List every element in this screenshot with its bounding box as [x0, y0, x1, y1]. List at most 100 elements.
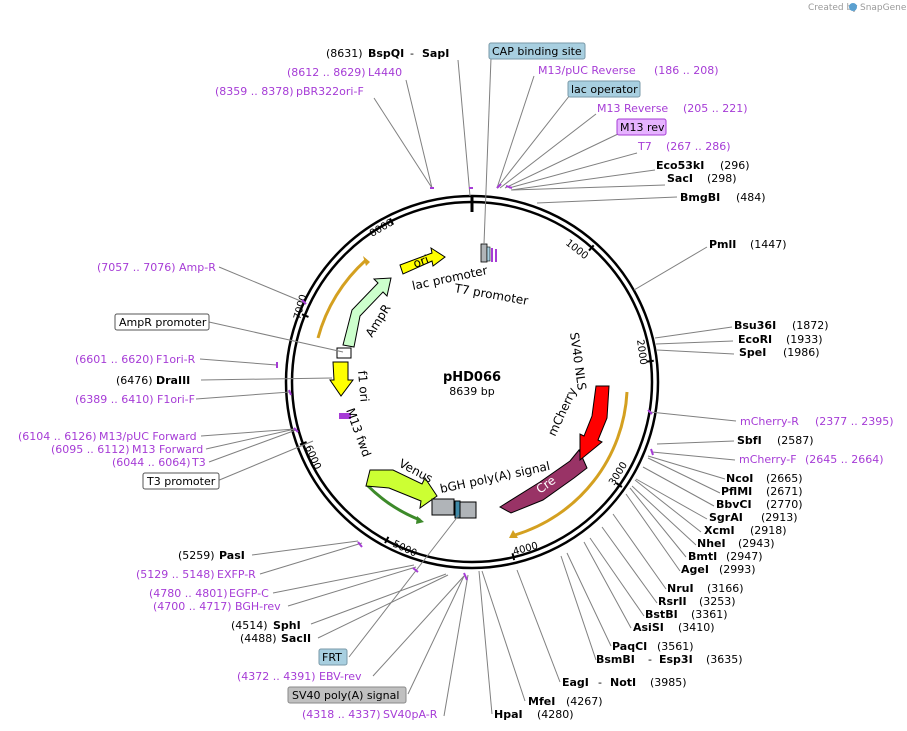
pmli-position: (1447) [750, 238, 787, 251]
mcherry-r-label[interactable]: mCherry-R [740, 415, 799, 428]
snapgene-logo-icon [849, 3, 857, 11]
tick-mark [646, 359, 654, 363]
eagi-separator: - [598, 676, 602, 689]
eco53ki-label[interactable]: Eco53kI [656, 159, 704, 172]
m13puc-reverse-label[interactable]: M13/pUC Reverse [538, 64, 636, 77]
saci-position: (298) [707, 172, 737, 185]
pbr322ori-label[interactable]: pBR322ori-F [296, 85, 364, 98]
sv40-polya-signal-box[interactable] [287, 686, 407, 704]
exfp-r-label[interactable]: EXFP-R [217, 568, 256, 581]
pasi-label[interactable]: PasI [219, 549, 245, 562]
bstbi-label[interactable]: BstBI [645, 608, 678, 621]
paqci-label[interactable]: PaqCI [612, 640, 647, 653]
eco53ki-position: (296) [720, 159, 750, 172]
egfp-c-position: (4780 .. 4801) [149, 587, 228, 600]
sapi-label[interactable]: SapI [422, 47, 449, 60]
bspqi-label[interactable]: BspQI [368, 47, 404, 60]
m13-forward-label[interactable]: M13 Forward [132, 443, 203, 456]
frt-label: FRT [322, 651, 342, 664]
ori-arrow[interactable] [399, 246, 446, 275]
f1ori-arrow[interactable] [329, 361, 354, 397]
bspqi-separator: - [410, 47, 414, 60]
amp-r-label[interactable]: Amp-R [179, 261, 216, 274]
plasmid-name: pHD066 [443, 370, 501, 385]
sv40-polya-box[interactable] [459, 501, 477, 519]
egfp-c-label[interactable]: EGFP-C [229, 587, 269, 600]
sv40pa-r-label[interactable]: SV40pA-R [383, 708, 438, 721]
amp-promoter-box[interactable] [336, 347, 352, 359]
frt-label-box[interactable] [318, 648, 348, 666]
spei-label[interactable]: SpeI [739, 346, 766, 359]
bsmbi-label[interactable]: BsmBI [596, 653, 635, 666]
rsrii-position: (3253) [699, 595, 736, 608]
esp3i-label[interactable]: Esp3I [659, 653, 693, 666]
lac-operator-box[interactable] [567, 80, 641, 98]
mcherry-r-position: (2377 .. 2395) [815, 415, 894, 428]
brand-text: SnapGene [860, 3, 907, 13]
hpai-position: (4280) [537, 708, 574, 721]
f1ori-r-label[interactable]: F1ori-R [156, 353, 196, 366]
draiii-label[interactable]: DraIII [156, 374, 190, 387]
nrui-label[interactable]: NruI [667, 582, 694, 595]
m13-reverse-position: (205 .. 221) [683, 102, 748, 115]
m13-forward-position: (6095 .. 6112) [51, 443, 130, 456]
m13puc-forward-label[interactable]: M13/pUC Forward [99, 430, 197, 443]
tick-label: 2000 [634, 339, 648, 366]
mcherry-arrow[interactable] [579, 385, 610, 462]
saci-label[interactable]: SacI [667, 172, 693, 185]
draiii-position: (6476) [116, 374, 153, 387]
agei-label[interactable]: AgeI [681, 563, 709, 576]
sbfi-label[interactable]: SbfI [737, 434, 762, 447]
ecori-label[interactable]: EcoRI [738, 333, 772, 346]
hpai-label[interactable]: HpaI [494, 708, 523, 721]
bsu36i-label[interactable]: Bsu36I [734, 319, 776, 332]
bspqi-position: (8631) [326, 47, 363, 60]
eagi-label[interactable]: EagI [562, 676, 589, 689]
bgh-rev-label[interactable]: BGH-rev [235, 600, 281, 613]
ampr-promoter-box[interactable] [114, 313, 210, 331]
mfei-label[interactable]: MfeI [528, 695, 555, 708]
ncoi-label[interactable]: NcoI [726, 472, 753, 485]
venus-arrow[interactable] [365, 469, 438, 510]
sv40pa-r-position: (4318 .. 4337) [302, 708, 381, 721]
pflmi-label[interactable]: PflMI [721, 485, 752, 498]
cap-box [486, 246, 491, 262]
bbvci-label[interactable]: BbvCI [716, 498, 752, 511]
cre-arrow[interactable] [499, 449, 588, 514]
cap-binding-site-box[interactable] [488, 42, 586, 60]
m13-reverse-label[interactable]: M13 Reverse [597, 102, 668, 115]
agei-position: (2993) [719, 563, 756, 576]
venus-arc-arrowhead [416, 516, 424, 524]
t3-label[interactable]: T3 [191, 456, 206, 469]
mcherry-f-label[interactable]: mCherry-F [739, 453, 797, 466]
nhei-label[interactable]: NheI [697, 537, 726, 550]
f1ori-r-position: (6601 .. 6620) [75, 353, 154, 366]
m13-rev-box[interactable] [616, 118, 667, 136]
sacii-label[interactable]: SacII [281, 632, 311, 645]
plasmid-length: 8639 bp [449, 385, 494, 398]
sacii-position: (4488) [240, 632, 277, 645]
f1ori-f-label[interactable]: F1ori-F [157, 393, 195, 406]
lac-promoter-box[interactable] [480, 243, 488, 263]
l4440-label[interactable]: L4440 [368, 66, 402, 79]
noti-label[interactable]: NotI [610, 676, 636, 689]
asisi-label[interactable]: AsiSI [633, 621, 664, 634]
t3-promoter-box[interactable] [142, 472, 220, 490]
mcherry-label: mCherry [545, 385, 580, 438]
ampr-arrow[interactable] [342, 277, 392, 348]
lac-operator-label: lac operator [571, 83, 638, 96]
bmgbi-label[interactable]: BmgBI [680, 191, 720, 204]
bmti-label[interactable]: BmtI [688, 550, 717, 563]
t7-position: (267 .. 286) [666, 140, 731, 153]
bgh-polya-box[interactable] [431, 498, 455, 516]
pflmi-position: (2671) [766, 485, 803, 498]
sphi-label[interactable]: SphI [273, 619, 301, 632]
t7-label[interactable]: T7 [637, 140, 652, 153]
sgrai-label[interactable]: SgrAI [709, 511, 743, 524]
pmli-label[interactable]: PmlI [709, 238, 736, 251]
xcmi-label[interactable]: XcmI [704, 524, 735, 537]
rsrii-label[interactable]: RsrII [658, 595, 687, 608]
ebv-rev-label[interactable]: EBV-rev [319, 670, 362, 683]
paqci-position: (3561) [657, 640, 694, 653]
